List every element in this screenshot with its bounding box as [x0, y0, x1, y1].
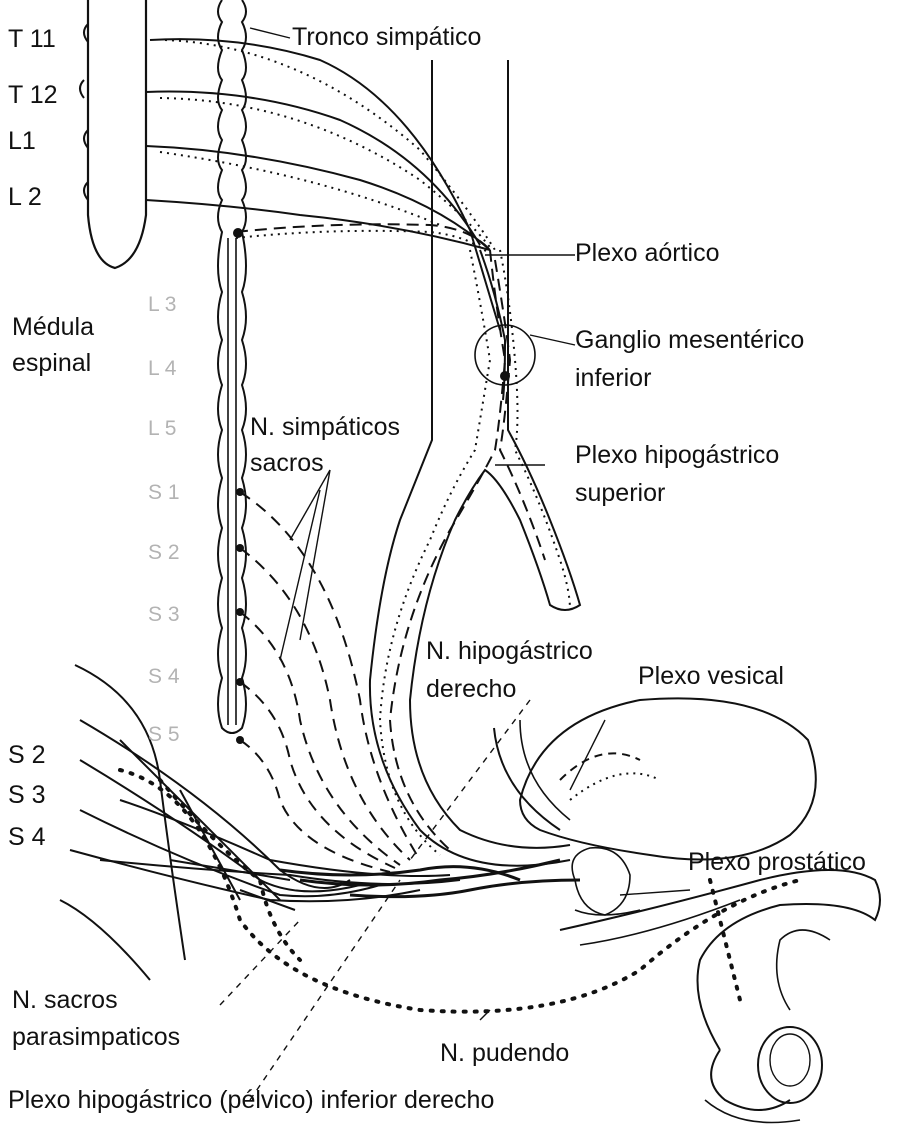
- label-hipogastrico-sup-line2: superior: [575, 478, 665, 508]
- label-sacros-parasimp-line2: parasimpaticos: [12, 1022, 180, 1052]
- segment-label-t12: T 12: [8, 80, 58, 110]
- lumbar-splanchnic-nerves: [146, 39, 500, 330]
- prostate: [572, 848, 640, 915]
- penis-and-testis: [560, 870, 880, 1123]
- label-medula-line1: Médula: [12, 312, 94, 342]
- label-simpaticos-sacros-line2: sacros: [250, 448, 324, 478]
- spinal-nerve-roots: [80, 24, 88, 200]
- label-hipogastrico-inferior: Plexo hipogástrico (pélvico) inferior de…: [8, 1085, 494, 1115]
- label-hipogastrico-der-line2: derecho: [426, 674, 516, 704]
- spinal-cord: [88, 0, 146, 268]
- segment-label-s5: S 5: [148, 722, 180, 748]
- label-ganglio-line2: inferior: [575, 363, 651, 393]
- label-sacros-parasimp-line1: N. sacros: [12, 985, 118, 1015]
- label-plexo-prostatico: Plexo prostático: [688, 847, 866, 877]
- label-tronco-simpatico: Tronco simpático: [292, 22, 481, 52]
- testis: [758, 1027, 822, 1103]
- segment-label-s1: S 1: [148, 480, 180, 506]
- label-ganglio-line1: Ganglio mesentérico: [575, 325, 804, 355]
- label-hipogastrico-sup-line1: Plexo hipogástrico: [575, 440, 779, 470]
- label-plexo-aortico: Plexo aórtico: [575, 238, 720, 268]
- sacral-sympathetic-nerves: [240, 492, 420, 872]
- label-medula-line2: espinal: [12, 348, 91, 378]
- segment-label-t11: T 11: [8, 24, 56, 54]
- segment-label-l1: L1: [8, 126, 36, 156]
- leader-lines: [220, 28, 690, 1100]
- segment-label-s3: S 3: [148, 602, 180, 628]
- segment-label-lower-s2: S 2: [8, 740, 46, 770]
- sacral-plexus: [60, 665, 460, 980]
- sympathetic-label-pointers: [280, 470, 330, 660]
- segment-label-l3: L 3: [148, 292, 176, 318]
- sympathetic-trunk: [218, 0, 246, 733]
- hypogastric-nerve-fibres: [380, 250, 570, 855]
- segment-label-lower-s3: S 3: [8, 780, 46, 810]
- segment-label-l2: L 2: [8, 182, 42, 212]
- label-simpaticos-sacros-line1: N. simpáticos: [250, 412, 400, 442]
- label-plexo-vesical: Plexo vesical: [638, 661, 784, 691]
- segment-label-l5: L 5: [148, 416, 176, 442]
- bladder: [494, 698, 816, 859]
- segment-label-s2: S 2: [148, 540, 180, 566]
- label-hipogastrico-der-line1: N. hipogástrico: [426, 636, 593, 666]
- segment-label-s4: S 4: [148, 664, 180, 690]
- label-pudendo: N. pudendo: [440, 1038, 569, 1068]
- segment-label-l4: L 4: [148, 356, 176, 382]
- segment-label-lower-s4: S 4: [8, 822, 46, 852]
